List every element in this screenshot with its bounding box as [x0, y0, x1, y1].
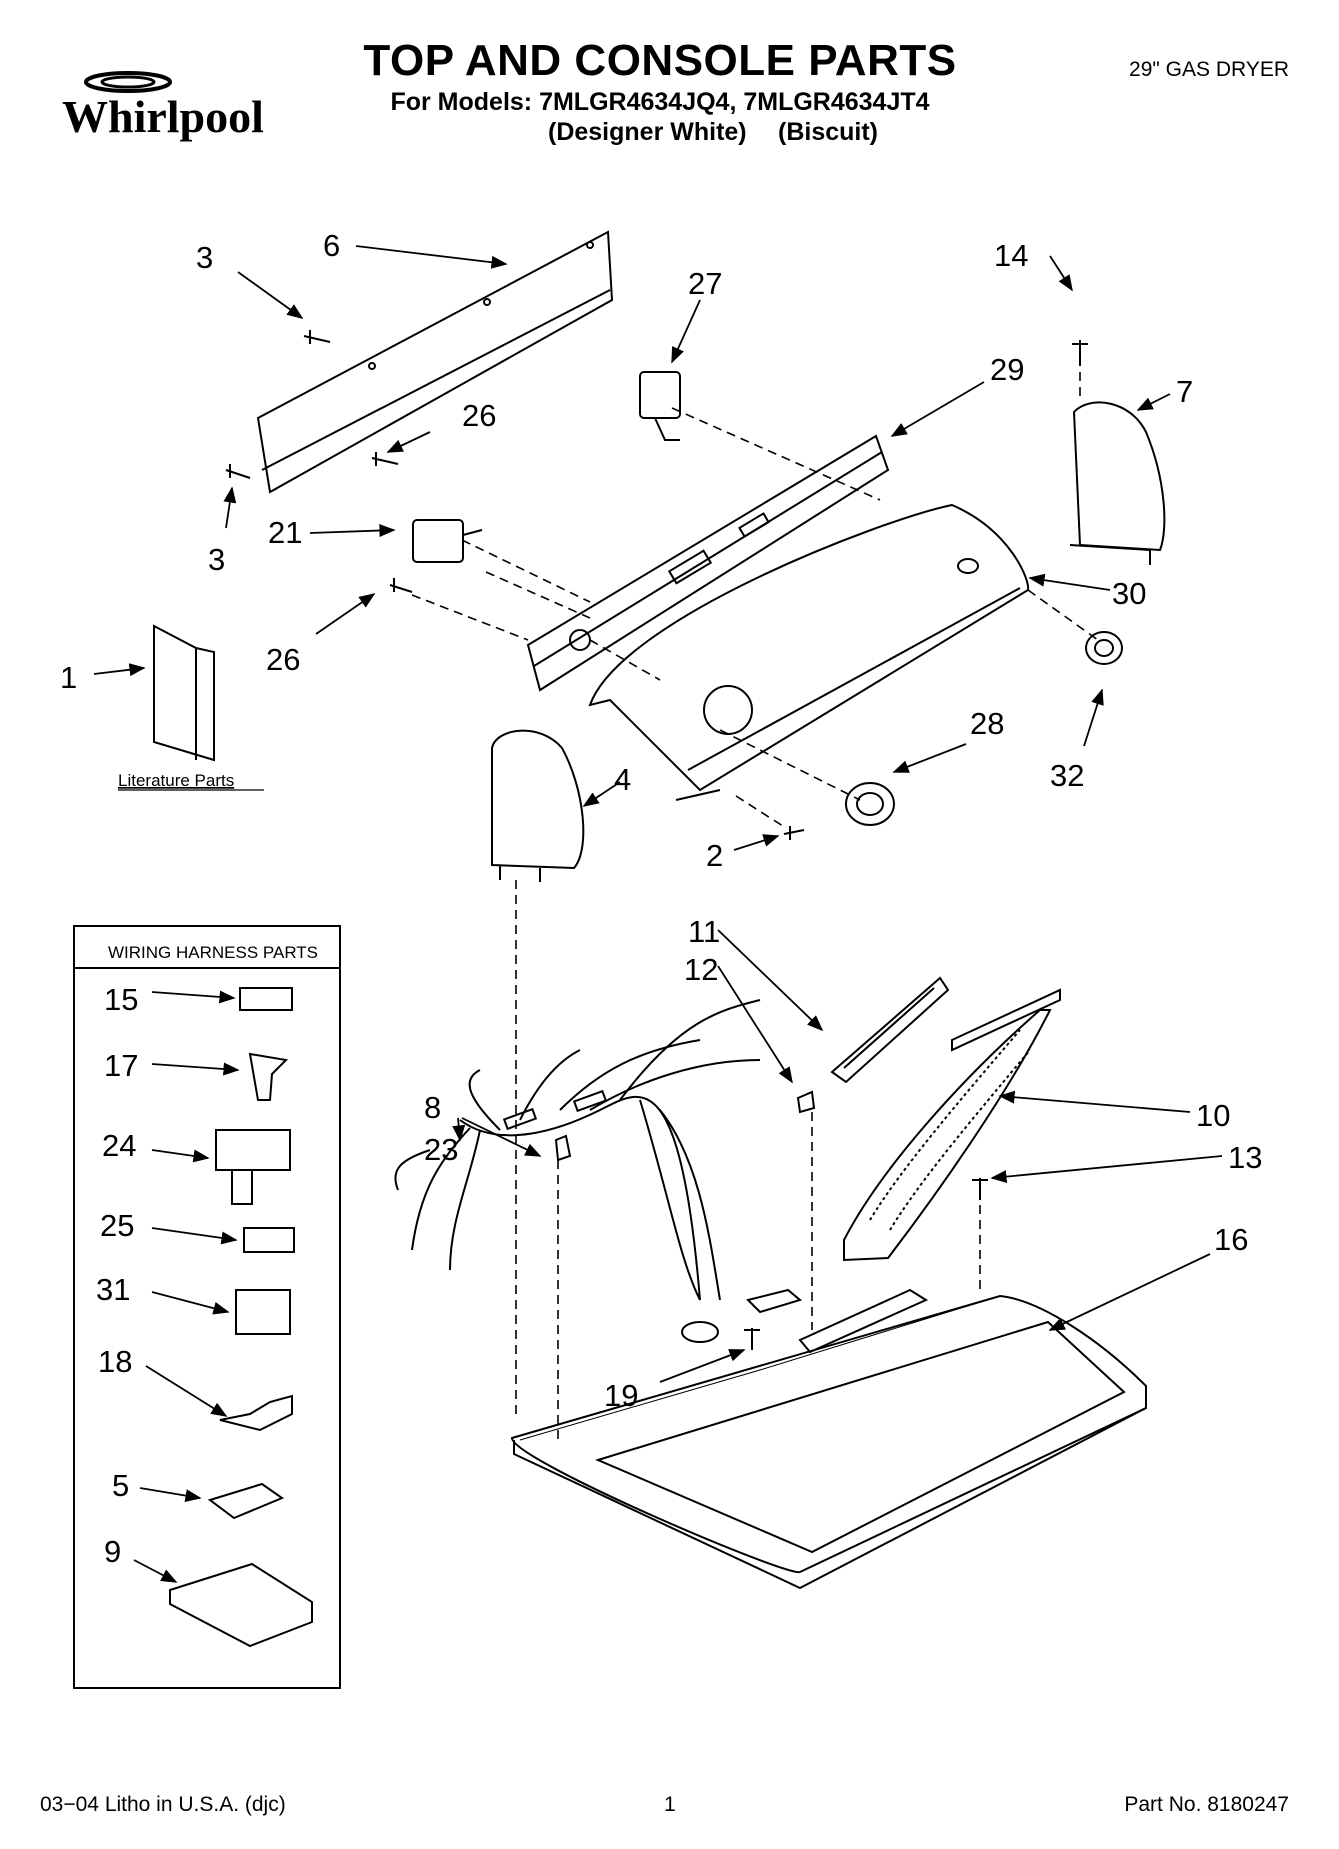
- wiring-harness-box: [73, 925, 341, 1689]
- callout-19: 19: [604, 1378, 638, 1413]
- callout-29: 29: [990, 352, 1024, 387]
- part-25: [243, 1227, 295, 1253]
- callout-26-bottom: 26: [266, 642, 300, 677]
- screw-13: [972, 1178, 988, 1200]
- callout-14: 14: [994, 238, 1028, 273]
- callout-30: 30: [1112, 576, 1146, 611]
- variant-biscuit: (Biscuit): [778, 118, 878, 146]
- whirlpool-logo: Whirlpool: [62, 71, 264, 142]
- wiring-harness-title: WIRING HARNESS PARTS: [108, 943, 318, 962]
- knob-28: [845, 782, 895, 826]
- product-type: 29" GAS DRYER: [1129, 58, 1289, 81]
- callout-17: 17: [104, 1048, 138, 1083]
- callout-25: 25: [100, 1208, 134, 1243]
- literature-part: [153, 624, 215, 762]
- callout-27: 27: [688, 266, 722, 301]
- callout-26-top: 26: [462, 398, 496, 433]
- part-21: [412, 519, 464, 563]
- screw-3b: [225, 464, 251, 479]
- callout-18: 18: [98, 1344, 132, 1379]
- part-5: [207, 1482, 285, 1520]
- rear-panel-part: [256, 230, 614, 494]
- console-part: [588, 503, 1030, 792]
- callout-2: 2: [706, 838, 723, 873]
- lint-door-part: [830, 976, 950, 1084]
- part-17: [248, 1052, 289, 1101]
- callout-28: 28: [970, 706, 1004, 741]
- wiring-harness-part: [394, 999, 761, 1301]
- screw-2: [783, 826, 805, 840]
- brand-wordmark: Whirlpool: [62, 91, 264, 142]
- top-panel-part: [510, 1294, 1147, 1574]
- page-title: TOP AND CONSOLE PARTS: [363, 36, 957, 85]
- callout-7: 7: [1176, 374, 1193, 409]
- lint-housing-part: [843, 1009, 1052, 1262]
- control-bracket-part: [526, 434, 890, 692]
- footer-litho: 03−04 Litho in U.S.A. (djc): [40, 1793, 286, 1816]
- callout-4: 4: [614, 762, 631, 797]
- callout-13: 13: [1228, 1140, 1262, 1175]
- part-9: [169, 1562, 313, 1648]
- callout-9: 9: [104, 1534, 121, 1569]
- right-endcap-part: [1072, 401, 1166, 552]
- part-15: [239, 987, 293, 1011]
- part-18: [219, 1394, 293, 1432]
- callout-21: 21: [268, 515, 302, 550]
- callout-6: 6: [323, 228, 340, 263]
- part-number: Part No. 8180247: [1124, 1793, 1289, 1816]
- callout-12: 12: [684, 952, 718, 987]
- callout-32: 32: [1050, 758, 1084, 793]
- knob-32: [1085, 631, 1123, 665]
- callout-3-top: 3: [196, 240, 213, 275]
- callout-5: 5: [112, 1468, 129, 1503]
- part-8: [554, 1134, 572, 1162]
- callout-15: 15: [104, 982, 138, 1017]
- left-endcap-part: [491, 729, 585, 870]
- callout-31: 31: [96, 1272, 130, 1307]
- literature-label: Literature Parts: [118, 771, 234, 790]
- callout-3-bottom: 3: [208, 542, 225, 577]
- screw-19: [744, 1328, 760, 1350]
- callout-24: 24: [102, 1128, 136, 1163]
- part-24: [215, 1129, 291, 1171]
- callout-8: 8: [424, 1090, 441, 1125]
- callout-23: 23: [424, 1132, 458, 1167]
- callout-10: 10: [1196, 1098, 1230, 1133]
- models-line: For Models: 7MLGR4634JQ4, 7MLGR4634JT4: [390, 88, 930, 116]
- screw-3a: [303, 330, 331, 344]
- screw-26b: [389, 578, 413, 593]
- variant-designer-white: (Designer White): [548, 118, 747, 146]
- part-27: [639, 371, 681, 419]
- part-12: [796, 1090, 816, 1114]
- callout-1: 1: [60, 660, 77, 695]
- part-31: [235, 1289, 291, 1335]
- callout-11: 11: [688, 914, 720, 949]
- screw-14: [1072, 340, 1088, 366]
- callout-16: 16: [1214, 1222, 1248, 1257]
- screw-26a: [371, 452, 399, 466]
- page-number: 1: [664, 1793, 676, 1816]
